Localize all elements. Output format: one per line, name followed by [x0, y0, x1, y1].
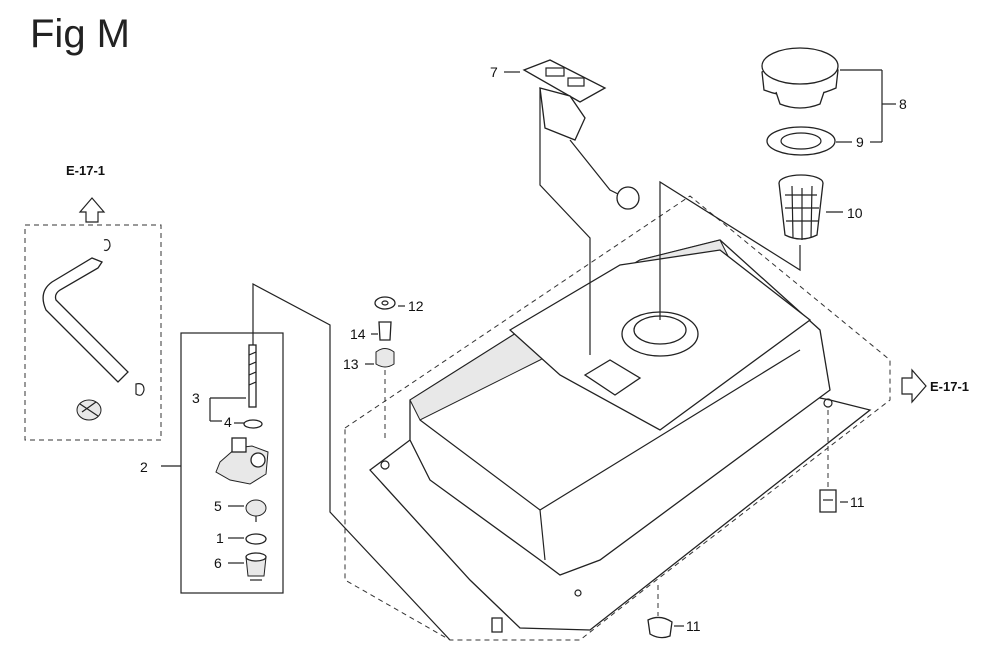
- part-label-8: 8: [899, 96, 907, 112]
- part-label-2: 2: [140, 459, 148, 475]
- reference-label-right: E-17-1: [930, 379, 970, 394]
- part-label-10: 10: [847, 205, 863, 221]
- fuel-cap-assembly: [659, 47, 896, 320]
- part-label-6: 6: [214, 555, 222, 571]
- part-label-11-bottom: 11: [686, 618, 701, 634]
- part-label-3: 3: [192, 390, 200, 406]
- figure-title: Fig M: [30, 12, 130, 56]
- leader-lines-left: [209, 397, 246, 564]
- fastener-11-right: [819, 410, 848, 513]
- part-label-11-right: 11: [850, 494, 865, 510]
- part-label-9: 9: [856, 134, 864, 150]
- part-label-13: 13: [343, 356, 359, 372]
- part-label-1: 1: [216, 530, 224, 546]
- reference-arrow-right: [901, 368, 927, 404]
- fuel-tank: [344, 195, 891, 641]
- fuel-valve-group-box: [161, 332, 284, 594]
- part-label-4: 4: [224, 414, 232, 430]
- grommet-group: [365, 296, 405, 440]
- reference-label-left: E-17-1: [66, 163, 106, 178]
- fuel-gauge: [504, 59, 640, 355]
- fastener-11-bottom: [647, 585, 684, 639]
- part-label-7: 7: [490, 64, 498, 80]
- reference-arrow-up: [78, 197, 106, 223]
- part-label-5: 5: [214, 498, 222, 514]
- part-label-12: 12: [408, 298, 424, 314]
- hose-group-box: [24, 224, 162, 441]
- part-label-14: 14: [350, 326, 366, 342]
